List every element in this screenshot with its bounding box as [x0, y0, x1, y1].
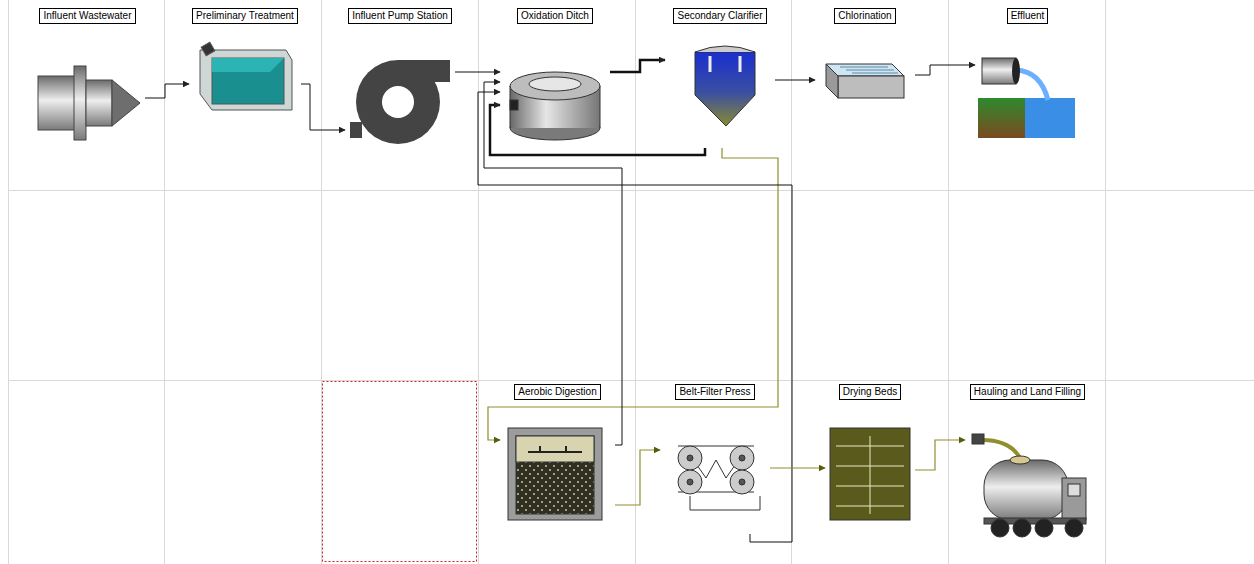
tanker-truck-icon [972, 434, 1086, 537]
flow-line [145, 84, 189, 98]
flow-line [775, 80, 815, 81]
process-unit: Drying Beds [825, 384, 915, 534]
process-unit: Secondary Clarifier [665, 8, 775, 148]
grid-line [8, 0, 1254, 564]
process-unit: Chlorination [815, 8, 915, 148]
unit-label: Secondary Clarifier [673, 8, 766, 24]
pump-icon [350, 60, 450, 144]
process-unit: Effluent [975, 8, 1080, 148]
pipe-icon [38, 66, 140, 140]
unit-label: Drying Beds [839, 384, 901, 400]
unit-label: Influent Wastewater [39, 8, 135, 24]
flow-line [915, 65, 975, 75]
process-unit: Preliminary Treatment [189, 8, 301, 148]
flow-line [915, 440, 965, 470]
belt-press-icon [678, 446, 760, 510]
flow-line [301, 84, 345, 130]
flow-line [615, 450, 660, 505]
unit-label: Belt-Filter Press [675, 384, 754, 400]
flow-line [770, 467, 825, 468]
screen-tank-icon [200, 42, 292, 110]
process-unit: Aerobic Digestion [500, 384, 615, 534]
oxidation-ditch-icon [510, 72, 600, 140]
flow-line [488, 148, 778, 440]
flow-line [490, 105, 705, 155]
process-unit: Hauling and Land Filling [965, 384, 1090, 534]
flow-line [478, 92, 792, 542]
flow-line [455, 72, 500, 73]
clarifier-icon [695, 46, 755, 126]
unit-label: Aerobic Digestion [514, 384, 600, 400]
process-unit: Oxidation Ditch [500, 8, 610, 148]
process-unit: Influent Pump Station [345, 8, 455, 148]
selection-placeholder [323, 382, 477, 562]
flow-line [610, 60, 665, 72]
unit-label: Preliminary Treatment [192, 8, 298, 24]
unit-label: Chlorination [834, 8, 895, 24]
flow-line [484, 82, 622, 445]
drying-bed-icon [830, 428, 910, 520]
process-unit: Influent Wastewater [30, 8, 145, 148]
unit-label: Oxidation Ditch [517, 8, 593, 24]
digester-icon [508, 428, 602, 520]
outfall-icon [978, 58, 1075, 138]
unit-label: Hauling and Land Filling [970, 384, 1085, 400]
unit-label: Effluent [1007, 8, 1049, 24]
unit-label: Influent Pump Station [348, 8, 452, 24]
process-unit: Belt-Filter Press [660, 384, 770, 534]
chlorine-tank-icon [826, 64, 904, 98]
